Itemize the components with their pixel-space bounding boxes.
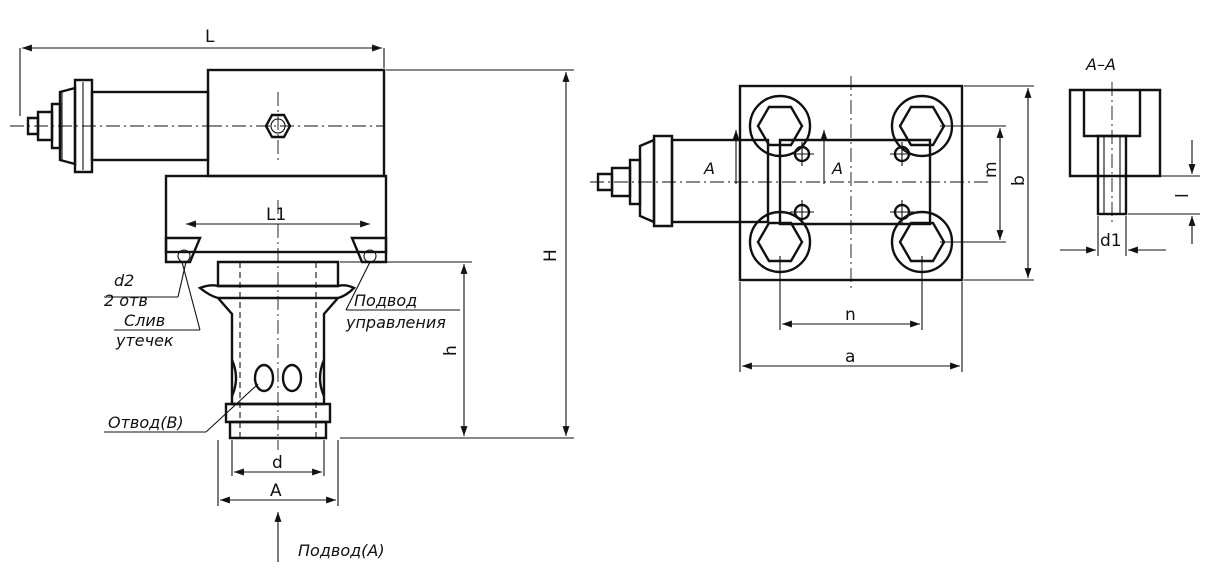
callout-outlet: Отвод(В)	[108, 413, 184, 432]
dim-l: l	[1173, 193, 1193, 198]
dim-h: h	[441, 345, 461, 356]
hex-boss-tl	[748, 94, 812, 158]
callout-control-1: Подвод	[354, 291, 417, 310]
callout-d2-holes: 2 отв	[104, 291, 148, 310]
dim-m: m	[981, 161, 1001, 178]
base-plate	[164, 174, 388, 254]
nut-icon	[264, 92, 292, 160]
dim-L: L	[205, 27, 215, 47]
cartridge-body	[197, 200, 357, 450]
dim-b: b	[1009, 175, 1029, 186]
top-view: A A n a m b	[590, 76, 1034, 372]
outlet-port-right	[281, 363, 303, 393]
section-title: A–A	[1085, 55, 1116, 74]
dim-n: n	[845, 305, 856, 325]
inlet-label: Подвод(А)	[298, 541, 385, 560]
callout-control-2: управления	[345, 313, 446, 332]
callout-drain-1: Слив	[124, 311, 165, 330]
dim-H: H	[541, 249, 561, 262]
section-mark-right: A	[831, 159, 843, 178]
dim-a: a	[845, 347, 855, 367]
section-mark-left: A	[703, 159, 715, 178]
callout-d2: d2	[114, 271, 134, 290]
dim-d1: d1	[1100, 231, 1122, 251]
mount-holes	[790, 142, 914, 224]
drain-hatch-left	[164, 236, 202, 264]
front-view: L L1 H h d A Подвод(А) d2 2 отв Сли	[10, 27, 574, 562]
callout-drain-2: утечек	[115, 331, 174, 350]
outlet-port-left	[253, 363, 275, 393]
dim-d: d	[272, 453, 283, 473]
dim-L1: L1	[266, 205, 286, 225]
section-aa: A–A d1 l	[1060, 55, 1200, 256]
dim-A: A	[270, 481, 282, 501]
control-block	[206, 68, 386, 178]
